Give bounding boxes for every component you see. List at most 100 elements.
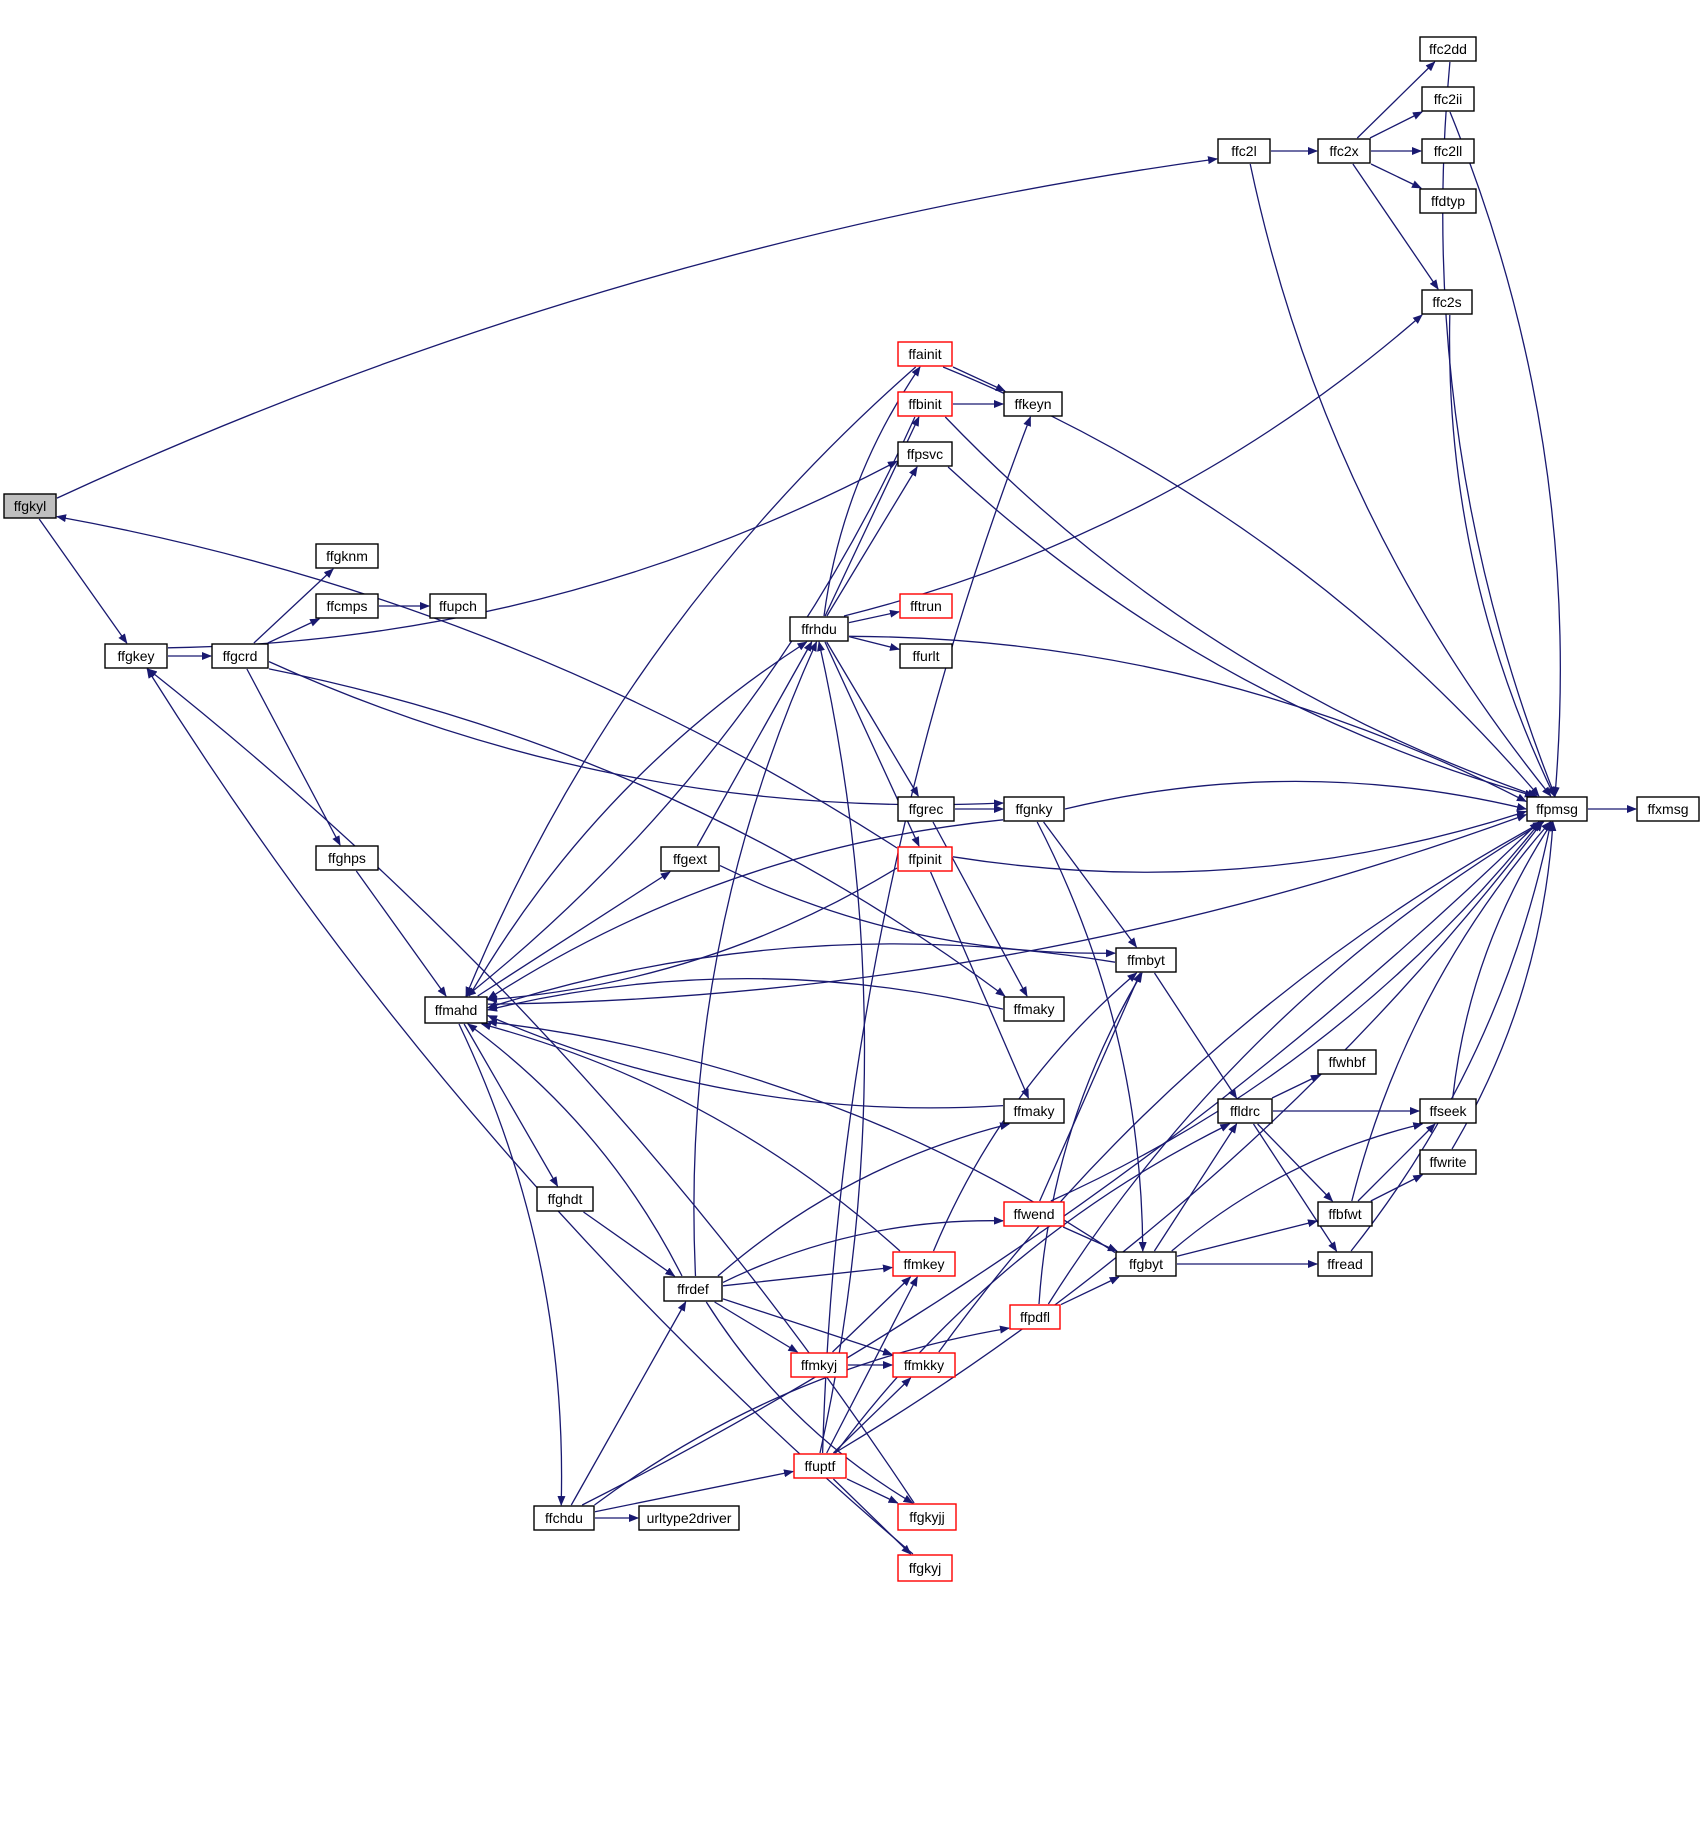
edge-ffpinit-to-ffgkyl — [56, 514, 898, 849]
node-label: ffrdef — [677, 1281, 709, 1297]
edge-ffgbyt-to-ffbfwt — [1176, 1219, 1318, 1257]
edge-ffgcrd-to-ffmaky1 — [268, 668, 1006, 997]
node-box — [3, 493, 57, 519]
edge-ffuptf-to-ffmkey — [826, 1276, 918, 1454]
edge-ffgkyl-to-ffgkey — [38, 518, 128, 644]
node-ffmaky2[interactable]: ffmaky — [1003, 1098, 1065, 1124]
node-ffc2x[interactable]: ffc2x — [1317, 138, 1371, 164]
node-ffurlt[interactable]: ffurlt — [899, 643, 953, 669]
edge-ffpsvc-to-ffpmsg — [947, 466, 1535, 798]
node-label: ffmkky — [904, 1357, 944, 1373]
node-ffc2l[interactable]: ffc2l — [1217, 138, 1271, 164]
node-label: ffgbyt — [1129, 1256, 1163, 1272]
node-ffseek[interactable]: ffseek — [1419, 1098, 1477, 1124]
node-ffcmps[interactable]: ffcmps — [315, 593, 379, 619]
node-ffchdu[interactable]: ffchdu — [533, 1505, 595, 1531]
node-box — [899, 593, 953, 619]
node-box — [1419, 188, 1477, 214]
node-box — [1009, 1304, 1061, 1330]
node-box — [1636, 796, 1700, 822]
node-ffgext[interactable]: ffgext — [660, 846, 720, 872]
node-box — [315, 543, 379, 569]
edge-ffgkyjj-to-ffgkey — [147, 668, 915, 1504]
node-ffkeyn[interactable]: ffkeyn — [1003, 391, 1063, 417]
edge-ffread-to-ffpmsg — [1350, 821, 1554, 1252]
node-ffmkyj[interactable]: ffmkyj — [790, 1352, 848, 1378]
node-ffc2ll[interactable]: ffc2ll — [1421, 138, 1475, 164]
edge-ffainit-to-ffkeyn — [952, 366, 1006, 392]
node-ffgkyjj[interactable]: ffgkyjj — [897, 1503, 957, 1531]
node-ffxmsg[interactable]: ffxmsg — [1636, 796, 1700, 822]
node-ffpmsg[interactable]: ffpmsg — [1526, 796, 1588, 822]
node-box — [789, 616, 849, 642]
node-ffldrc[interactable]: ffldrc — [1217, 1098, 1273, 1124]
node-box — [1003, 996, 1065, 1022]
node-box — [897, 391, 953, 417]
node-label: ffc2s — [1432, 294, 1461, 310]
node-label: ffwend — [1014, 1206, 1055, 1222]
edge-ffrhdu-to-ffurlt — [848, 635, 900, 651]
node-ffgrec[interactable]: ffgrec — [897, 796, 955, 822]
node-ffmbyt[interactable]: ffmbyt — [1115, 947, 1177, 973]
node-ffmkky[interactable]: ffmkky — [892, 1352, 956, 1378]
edge-ffgkyl-to-ffc2l — [56, 156, 1218, 499]
node-ffmahd[interactable]: ffmahd — [424, 996, 488, 1024]
node-ffc2dd[interactable]: ffc2dd — [1419, 36, 1477, 62]
node-ffupch[interactable]: ffupch — [429, 593, 487, 619]
node-label: ffgkey — [117, 648, 154, 664]
edge-ffgbyt-to-ffldrc — [1153, 1123, 1238, 1252]
node-ffgkey[interactable]: ffgkey — [104, 643, 168, 669]
node-label: ffc2ii — [1434, 91, 1463, 107]
edge-ffgext-to-ffmbyt — [719, 865, 1116, 958]
node-box — [429, 593, 487, 619]
node-ffgkyl[interactable]: ffgkyl — [3, 493, 57, 519]
node-ffpinit[interactable]: ffpinit — [897, 846, 953, 872]
node-label: ffmaky — [1014, 1001, 1055, 1017]
node-ffc2s[interactable]: ffc2s — [1421, 289, 1473, 315]
node-label: ffwrite — [1429, 1154, 1466, 1170]
node-ffgknm[interactable]: ffgknm — [315, 543, 379, 569]
node-label: ffc2l — [1231, 143, 1256, 159]
node-box — [897, 1503, 957, 1531]
node-box — [315, 593, 379, 619]
node-ffpdfl[interactable]: ffpdfl — [1009, 1304, 1061, 1330]
node-ffrhdu[interactable]: ffrhdu — [789, 616, 849, 642]
node-box — [315, 845, 379, 871]
node-label: ffgkyl — [14, 498, 46, 514]
node-box — [1217, 138, 1271, 164]
node-ffbfwt[interactable]: ffbfwt — [1317, 1201, 1373, 1227]
edge-ffseek-to-ffpmsg — [1452, 821, 1553, 1099]
node-ffuptf[interactable]: ffuptf — [793, 1453, 847, 1479]
node-ffgcrd[interactable]: ffgcrd — [211, 643, 269, 669]
node-box — [793, 1453, 847, 1479]
edge-ffrdef-to-ffmahd — [467, 1023, 683, 1277]
node-urltype2driver[interactable]: urltype2driver — [638, 1505, 740, 1531]
edge-ffchdu-to-ffuptf — [594, 1469, 794, 1513]
node-label: ffbinit — [908, 396, 941, 412]
edge-ffc2x-to-ffdtyp — [1370, 163, 1422, 189]
node-box — [1421, 289, 1473, 315]
node-ffwrite[interactable]: ffwrite — [1419, 1149, 1477, 1175]
node-label: ffxmsg — [1648, 801, 1689, 817]
edge-ffrhdu-to-ffpmsg — [848, 635, 1527, 802]
edge-ffbinit-to-ffmahd — [466, 416, 916, 997]
node-ffgbyt[interactable]: ffgbyt — [1115, 1251, 1177, 1277]
node-ffgnky[interactable]: ffgnky — [1003, 796, 1065, 822]
node-ffainit[interactable]: ffainit — [897, 341, 953, 367]
node-label: ffmkey — [904, 1256, 945, 1272]
node-ffc2ii[interactable]: ffc2ii — [1421, 86, 1475, 112]
node-ffghdt[interactable]: ffghdt — [536, 1186, 594, 1212]
node-ffread[interactable]: ffread — [1317, 1251, 1373, 1277]
node-ffbinit[interactable]: ffbinit — [897, 391, 953, 417]
node-ffwhbf[interactable]: ffwhbf — [1317, 1049, 1377, 1075]
node-ffpsvc[interactable]: ffpsvc — [897, 441, 953, 467]
node-ffmkey[interactable]: ffmkey — [892, 1251, 956, 1277]
node-ffghps[interactable]: ffghps — [315, 845, 379, 871]
node-ffmaky1[interactable]: ffmaky — [1003, 996, 1065, 1022]
node-label: ffpsvc — [907, 446, 943, 462]
node-fftrun[interactable]: fftrun — [899, 593, 953, 619]
node-ffrdef[interactable]: ffrdef — [663, 1276, 723, 1302]
node-ffwend[interactable]: ffwend — [1003, 1201, 1065, 1227]
node-ffgkyj[interactable]: ffgkyj — [897, 1554, 953, 1582]
node-ffdtyp[interactable]: ffdtyp — [1419, 188, 1477, 214]
